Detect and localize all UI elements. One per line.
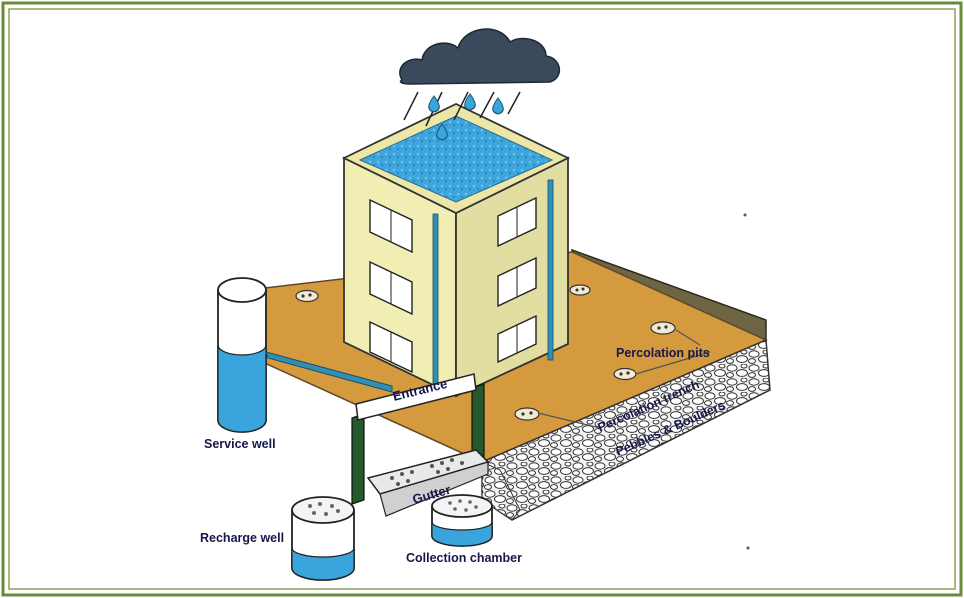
inner-border (8, 8, 956, 590)
rain-cloud-icon (399, 28, 560, 85)
percolation-pits (295, 284, 676, 421)
entrance-sign (355, 373, 477, 421)
collection-chamber (431, 494, 493, 547)
pit-connector (635, 351, 711, 375)
raindrop-icon (436, 123, 448, 141)
service-well-label: Service well (204, 437, 276, 451)
collection-chamber-label: Collection chamber (406, 551, 522, 565)
gutter-edge (379, 461, 489, 517)
recharge-well (291, 496, 355, 581)
roof-water (358, 115, 554, 203)
percolation-pit (569, 284, 591, 296)
service-well-pipe (265, 351, 393, 393)
raindrop-icon (428, 95, 440, 113)
windows-side (497, 196, 537, 364)
percolation-pit (650, 321, 676, 335)
raindrop-icon (492, 97, 504, 115)
pit-connector (537, 412, 601, 429)
raindrop-icons (428, 93, 504, 141)
entrance-gate (351, 373, 485, 505)
percolation-pit (613, 367, 637, 381)
percolation-pit (295, 289, 319, 303)
percolation-pit (514, 407, 540, 421)
downpipe (432, 213, 439, 385)
pit-connector (675, 329, 701, 346)
speck (743, 213, 747, 217)
collection-chamber-cover (431, 494, 493, 518)
percolation-pits-label: Percolation pits (616, 346, 710, 360)
service-well (217, 277, 267, 433)
gutter (366, 449, 490, 517)
windows-front (369, 198, 413, 374)
raindrop-icon (464, 93, 476, 111)
recharge-well-cover (291, 496, 355, 524)
speck (746, 546, 750, 550)
downpipe (547, 179, 554, 361)
recharge-well-label: Recharge well (200, 531, 284, 545)
gate-post (351, 413, 365, 505)
building (341, 103, 571, 398)
